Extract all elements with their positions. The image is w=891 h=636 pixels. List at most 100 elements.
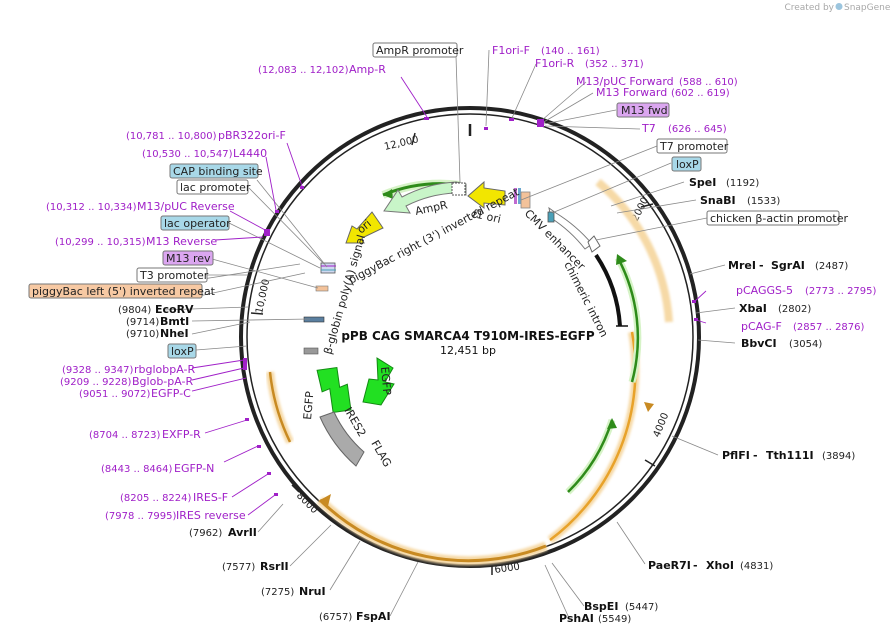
primer-m13puc-rev-pos: (10,312 .. 10,334) [46, 202, 137, 213]
primer-mark-iresf [267, 472, 271, 475]
primer-pbr322: pBR322ori-F [218, 129, 286, 142]
primer-exfp-r: EXFP-R [162, 428, 201, 441]
site-bbvci-pos: (3054) [789, 339, 822, 350]
primer-mark-l4440 [275, 210, 279, 213]
site-nrui-pos: (7275) [261, 587, 294, 598]
label-ampr-promoter: AmpR promoter [376, 44, 464, 57]
primer-egfp-c: EGFP-C [151, 387, 191, 400]
primer-t7: T7 [641, 122, 656, 135]
site-krei-sep: - [759, 259, 764, 272]
primer-leader-lines [191, 76, 707, 516]
tick-12000-mark [411, 132, 416, 146]
box-lac-promoter [176, 179, 249, 195]
primer-amp-r: Amp-R [349, 63, 386, 76]
egfp-arrow-left [316, 366, 352, 414]
orf-arc-head [320, 494, 331, 506]
site-pflfi-pos: (3894) [822, 451, 855, 462]
cba-promoter-tip [587, 235, 601, 253]
site-sgrai: SgrAI [771, 259, 805, 272]
restriction-sites-left: (6757) FspAI (7275) NruI (7577) RsrII (7… [118, 303, 391, 623]
ori-arrow [345, 211, 384, 244]
primer-f1ori-f: F1ori-F [492, 44, 530, 57]
primer-mark-globin [243, 358, 247, 370]
label-pb-left-ir: piggyBac left (5') inverted repeat [32, 285, 216, 298]
tick-8000: 8000 [294, 490, 320, 516]
site-bmti-pos: (9714) [126, 317, 159, 328]
orf-arc-egfp-left [268, 371, 292, 443]
primer-f1ori-f-pos: (140 .. 161) [541, 46, 600, 57]
ires2-block [319, 411, 365, 467]
tick-10000-mark [250, 312, 264, 315]
orf-arc-4000-head [644, 402, 654, 412]
box-m13-rev [162, 250, 214, 266]
primer-rbglob-pos: (9328 .. 9347) [62, 365, 134, 376]
label-cap-binding: CAP binding site [173, 165, 263, 178]
primer-l4440: L4440 [233, 147, 267, 160]
site-xhoi: XhoI [706, 559, 734, 572]
label-lac-operator: lac operator [164, 217, 231, 230]
site-spei-pos: (1192) [726, 178, 759, 189]
primer-mark-f1f [484, 127, 488, 130]
primer-m13-fwd-pos: (602 .. 619) [671, 88, 730, 99]
f1-ori-arrow [467, 180, 506, 209]
primers: F1ori-F (140 .. 161) F1ori-R (352 .. 371… [46, 44, 877, 522]
backbone-outer [239, 106, 701, 568]
site-avrii-pos: (7962) [189, 528, 222, 539]
watermark-created-by: Created by [784, 3, 834, 13]
tick-12000: 12,000 [383, 134, 420, 153]
lac-region-box [320, 262, 336, 274]
primer-rbglob: rbglobpA-R [134, 363, 195, 376]
site-mrei-pos: (2487) [815, 261, 848, 272]
restriction-sites-right: SpeI (1192) SnaBI (1533) MreI - SgrAI (2… [559, 176, 855, 625]
green-arc-top-head [383, 189, 393, 199]
primer-ires-rev: IRES reverse [176, 509, 246, 522]
primer-bglob: Bglob-pA-R [132, 375, 194, 388]
site-snabi-pos: (1533) [747, 196, 780, 207]
globin-polya-block [303, 316, 325, 323]
label-loxp-top: loxP [676, 158, 699, 171]
primer-mark-pcaggs [692, 300, 696, 303]
label-m13-rev: M13 rev [166, 252, 211, 265]
pb-right-ir-block [520, 191, 531, 209]
green-arc-low-head [607, 418, 617, 429]
site-ecorv-pos: (9804) [118, 305, 151, 316]
box-cba-promoter [706, 210, 840, 226]
primer-pcaggs5: pCAGGS-5 [736, 284, 793, 297]
box-t3-promoter [136, 267, 208, 283]
site-pflfi-sep: - [753, 449, 758, 462]
primer-stripe-2 [518, 188, 521, 204]
site-xbai: XbaI [739, 302, 767, 315]
site-nhei: NheI [160, 327, 189, 340]
orf-arc-smarca4 [318, 498, 547, 563]
primer-mark-egfpn [257, 445, 261, 448]
inner-features [303, 180, 628, 467]
primer-bglob-pos: (9209 .. 9228) [60, 377, 132, 388]
green-arc-right-head [616, 254, 627, 265]
site-xbai-pos: (2802) [778, 304, 811, 315]
plasmid-name: pPB CAG SMARCA4 T910M-IRES-EGFP [341, 329, 594, 343]
site-krei: MreI [728, 259, 756, 272]
primer-stripe-1 [514, 188, 517, 204]
label-t7-promoter: T7 promoter [659, 140, 729, 153]
box-ampr-promoter [372, 42, 458, 58]
primer-pcag-f-pos: (2857 .. 2876) [793, 322, 865, 333]
pb-left-ir-block [315, 285, 329, 292]
box-loxp-top [671, 156, 702, 172]
primer-m13-rev-pos: (10,299 .. 10,315) [55, 237, 146, 248]
label-chimeric-intron: chimeric intron [561, 259, 610, 339]
chimeric-intron-arc [594, 253, 622, 327]
primer-egfp-n: EGFP-N [174, 462, 214, 475]
tick-4000-mark [644, 459, 656, 467]
primer-pbr322-pos: (10,781 .. 10,800) [126, 131, 217, 142]
box-pb-left-ir [28, 283, 203, 299]
site-bbvci: BbvCI [741, 337, 777, 350]
primer-ires-rev-pos: (7978 .. 7995) [105, 511, 177, 522]
primer-mark-exfp [245, 418, 249, 421]
label-loxp-left: loxP [171, 345, 194, 358]
plasmid-length: 12,451 bp [440, 344, 496, 357]
label-f1-ori: f1 ori [471, 207, 502, 226]
site-snabi: SnaBI [700, 194, 736, 207]
site-fspai: FspAI [356, 610, 391, 623]
primer-egfp-c-pos: (9051 .. 9072) [79, 389, 151, 400]
